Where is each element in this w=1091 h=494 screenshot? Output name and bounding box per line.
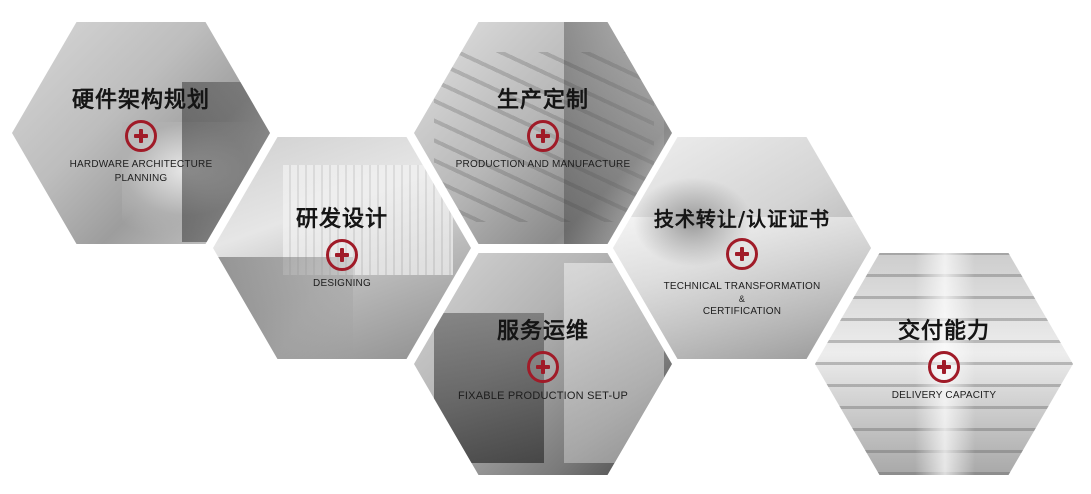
hex-production[interactable]: 生产定制 PRODUCTION AND MANUFACTURE — [414, 22, 672, 244]
hex-content: 服务运维 FIXABLE PRODUCTION SET-UP — [414, 313, 672, 403]
hex-hardware-architecture[interactable]: 硬件架构规划 HARDWARE ARCHITECTURE PLANNING — [12, 22, 270, 244]
plus-circle-icon[interactable] — [726, 238, 758, 270]
hex-title: 研发设计 — [295, 207, 388, 232]
hex-subtitle: FIXABLE PRODUCTION SET-UP — [457, 390, 629, 402]
hex-title: 服务运维 — [496, 319, 589, 344]
hex-subtitle: TECHNICAL TRANSFORMATION — [663, 281, 821, 292]
hex-service[interactable]: 服务运维 FIXABLE PRODUCTION SET-UP — [414, 253, 672, 475]
hex-content: 生产定制 PRODUCTION AND MANUFACTURE — [414, 82, 672, 172]
plus-circle-icon[interactable] — [928, 351, 960, 383]
hex-tech-transformation[interactable]: 技术转让/认证证书 TECHNICAL TRANSFORMATION & CER… — [613, 137, 871, 359]
hex-subtitle: PLANNING — [114, 173, 168, 184]
hex-content: 交付能力 DELIVERY CAPACITY — [815, 313, 1073, 403]
hex-title: 生产定制 — [496, 88, 589, 113]
hex-content: 研发设计 DESIGNING — [213, 201, 471, 291]
hex-designing[interactable]: 研发设计 DESIGNING — [213, 137, 471, 359]
hex-subtitle: DESIGNING — [313, 278, 371, 289]
hex-content: 硬件架构规划 HARDWARE ARCHITECTURE PLANNING — [12, 82, 270, 186]
hex-title: 硬件架构规划 — [71, 88, 210, 113]
hex-content: 技术转让/认证证书 TECHNICAL TRANSFORMATION & CER… — [613, 203, 871, 319]
hex-delivery[interactable]: 交付能力 DELIVERY CAPACITY — [815, 253, 1073, 475]
plus-circle-icon[interactable] — [527, 351, 559, 383]
hex-subtitle: DELIVERY CAPACITY — [891, 390, 997, 401]
plus-circle-icon[interactable] — [125, 120, 157, 152]
plus-circle-icon[interactable] — [326, 239, 358, 271]
hex-subtitle: & — [738, 294, 746, 304]
hex-background-image — [213, 137, 471, 359]
hex-title: 技术转让/认证证书 — [653, 207, 831, 231]
hex-subtitle: PRODUCTION AND MANUFACTURE — [455, 159, 631, 170]
plus-circle-icon[interactable] — [527, 120, 559, 152]
hex-title: 交付能力 — [897, 319, 990, 344]
hex-subtitle: HARDWARE ARCHITECTURE — [69, 159, 213, 170]
hex-subtitle: CERTIFICATION — [702, 306, 782, 317]
